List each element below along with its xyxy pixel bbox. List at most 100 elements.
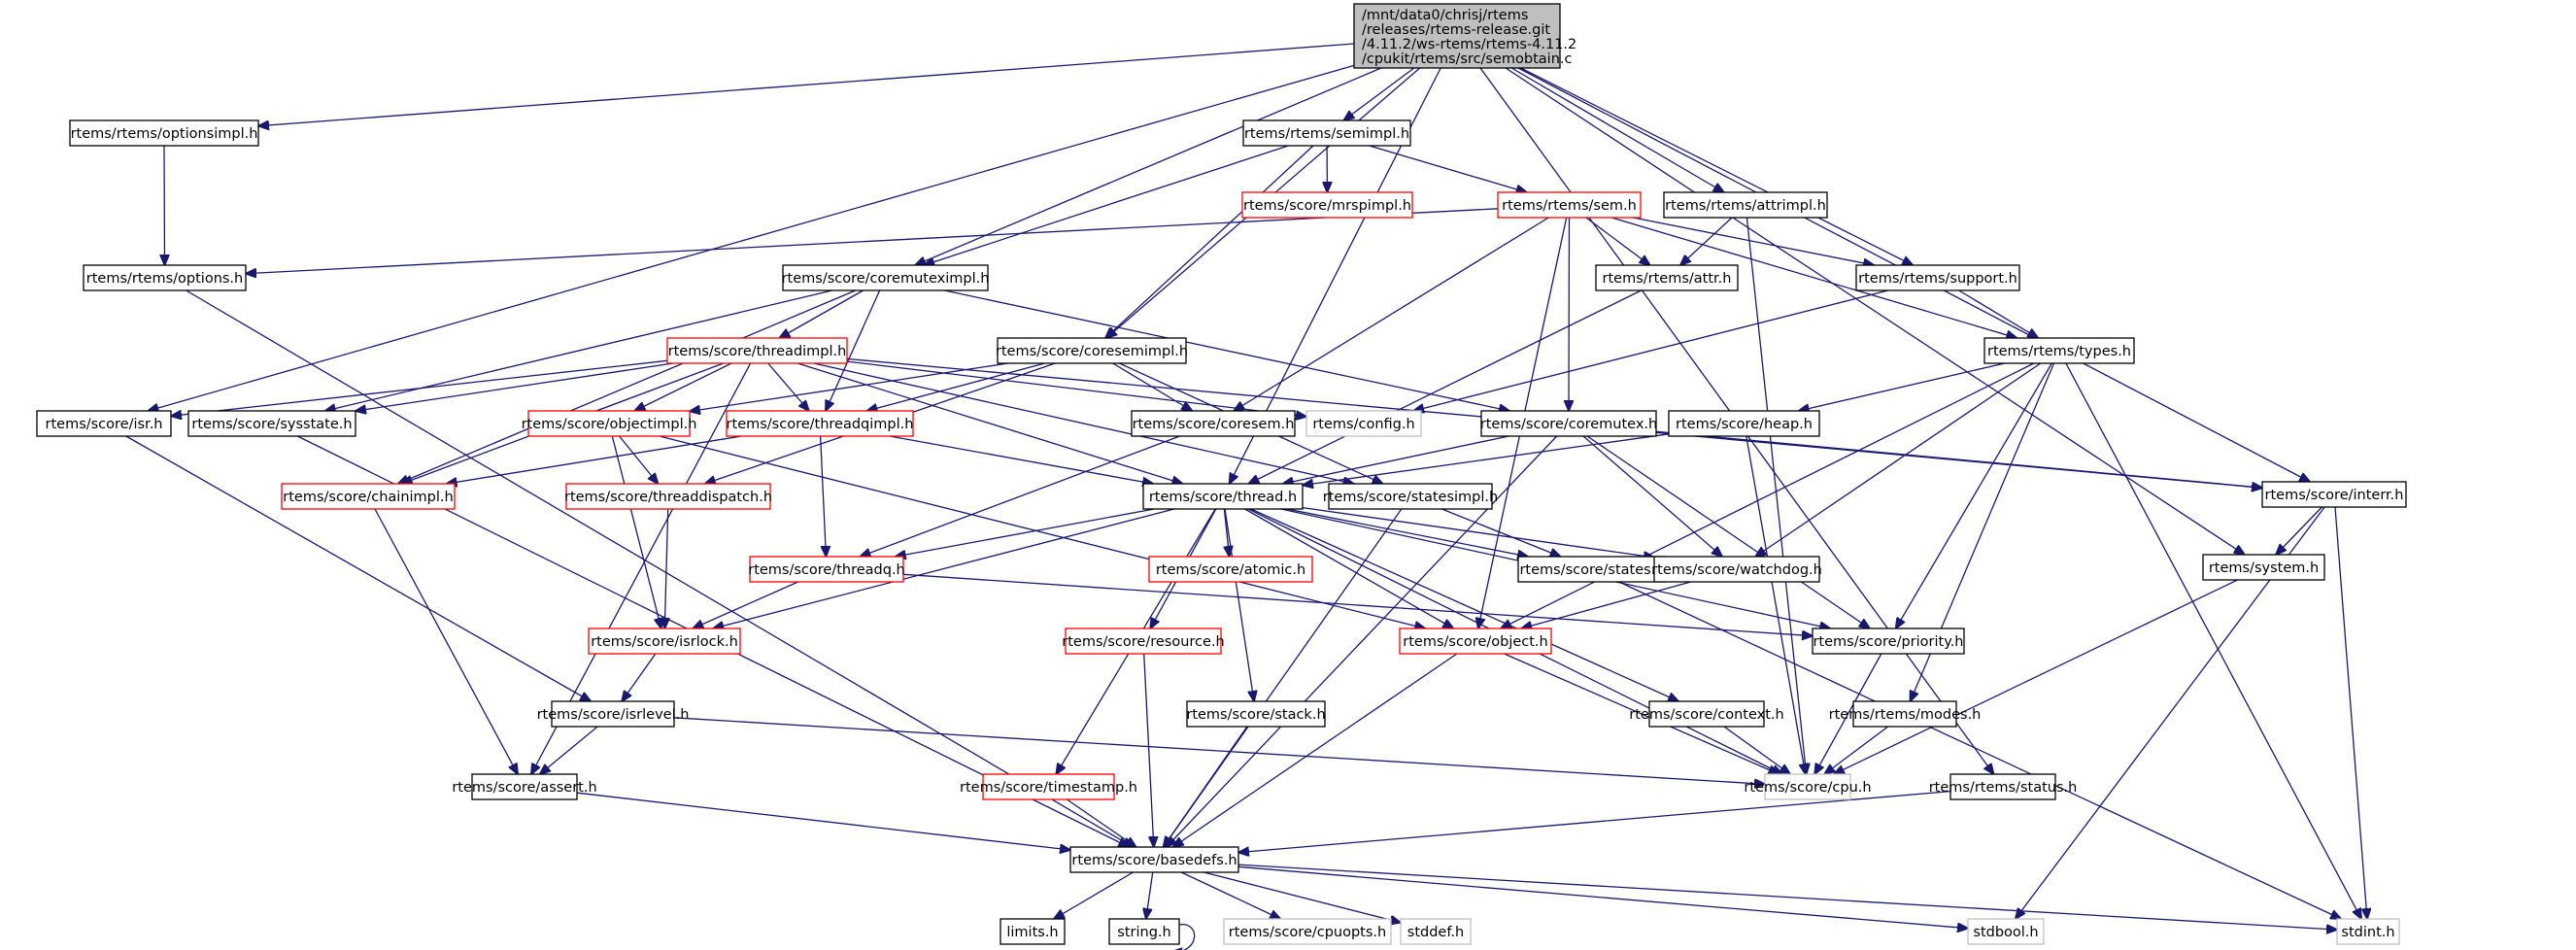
node-label: rtems/score/resource.h — [1062, 634, 1225, 650]
file-node-threadimpl[interactable]: rtems/score/threadimpl.h — [666, 337, 848, 364]
node-box — [1653, 556, 1820, 583]
file-node-coremutex[interactable]: rtems/score/coremutex.h — [1480, 410, 1657, 437]
file-node-modes[interactable]: rtems/rtems/modes.h — [1829, 700, 1982, 728]
file-node-options[interactable]: rtems/rtems/options.h — [83, 264, 247, 291]
dependency-edge-resource-to-basedefs — [1143, 653, 1154, 847]
dependency-edge-basedefs-to-cpuopts — [1180, 871, 1280, 919]
node-label: rtems/score/basedefs.h — [1071, 853, 1237, 868]
dependency-edge-root-to-support — [1520, 67, 1914, 265]
root-path-line: /mnt/data0/chrisj/rtems — [1362, 8, 1528, 23]
file-node-stdbool[interactable]: stdbool.h — [1967, 918, 2045, 945]
file-node-cpu[interactable]: rtems/score/cpu.h — [1744, 773, 1872, 800]
file-node-limits[interactable]: limits.h — [1000, 918, 1066, 945]
node-label: rtems/score/threaddispatch.h — [564, 490, 772, 505]
node-box — [1223, 918, 1392, 945]
file-node-config[interactable]: rtems/config.h — [1305, 410, 1422, 437]
file-node-chainimpl[interactable]: rtems/score/chainimpl.h — [281, 483, 456, 510]
dependency-edge-objectimpl-to-isrlock — [611, 435, 661, 628]
file-node-status[interactable]: rtems/rtems/status.h — [1929, 773, 2078, 800]
file-node-coremuteximpl[interactable]: rtems/score/coremuteximpl.h — [782, 264, 990, 291]
file-node-stdint[interactable]: stdint.h — [2336, 918, 2400, 945]
node-label: rtems/score/mrspimpl.h — [1243, 198, 1411, 214]
file-node-timestamp[interactable]: rtems/score/timestamp.h — [960, 773, 1137, 800]
file-node-threadqimpl[interactable]: rtems/score/threadqimpl.h — [726, 410, 914, 437]
node-label: rtems/score/cpuopts.h — [1229, 925, 1386, 940]
file-node-support[interactable]: rtems/rtems/support.h — [1855, 264, 2020, 291]
file-node-string[interactable]: string.h — [1108, 918, 1180, 945]
file-node-object[interactable]: rtems/score/object.h — [1399, 628, 1552, 655]
file-node-resource[interactable]: rtems/score/resource.h — [1062, 628, 1225, 655]
file-node-attrimpl[interactable]: rtems/rtems/attrimpl.h — [1663, 191, 1828, 219]
dependency-edge-attrimpl-to-cpu — [1746, 217, 1806, 774]
file-node-context[interactable]: rtems/score/context.h — [1629, 700, 1784, 728]
file-node-system[interactable]: rtems/system.h — [2202, 554, 2325, 581]
node-label: rtems/score/isr.h — [46, 417, 163, 432]
node-label: rtems/score/threadq.h — [748, 562, 905, 578]
node-box — [1069, 846, 1239, 873]
dependency-edge-root-to-attrimpl — [1510, 67, 1724, 192]
file-node-threadq[interactable]: rtems/score/threadq.h — [748, 556, 905, 583]
node-label: rtems/score/priority.h — [1813, 634, 1963, 650]
dependency-edge-support-to-types — [1958, 289, 2039, 338]
file-node-objectimpl[interactable]: rtems/score/objectimpl.h — [522, 410, 697, 437]
node-box — [1983, 337, 2135, 364]
dependency-edge-threadqimpl-to-thread — [889, 435, 1153, 484]
node-box — [997, 337, 1187, 364]
file-node-sem[interactable]: rtems/rtems/sem.h — [1497, 191, 1642, 219]
dependency-edge-system-to-cpu — [1834, 579, 2238, 774]
node-box — [1353, 3, 1561, 69]
file-node-stddef[interactable]: stddef.h — [1400, 918, 1472, 945]
file-node-priority[interactable]: rtems/score/priority.h — [1812, 628, 1965, 655]
file-node-sysstate[interactable]: rtems/score/sysstate.h — [187, 410, 356, 437]
file-node-statesimpl[interactable]: rtems/score/statesimpl.h — [1323, 483, 1498, 510]
file-node-isrlevel[interactable]: rtems/score/isrlevel.h — [537, 700, 690, 728]
node-box — [1949, 773, 2056, 800]
file-node-basedefs[interactable]: rtems/score/basedefs.h — [1069, 846, 1239, 873]
file-node-mrspimpl[interactable]: rtems/score/mrspimpl.h — [1241, 191, 1413, 219]
node-box — [749, 556, 904, 583]
node-box — [2336, 918, 2400, 945]
node-box — [1241, 191, 1413, 219]
node-box — [1852, 700, 1957, 728]
node-label: rtems/rtems/status.h — [1929, 780, 2078, 796]
file-node-types[interactable]: rtems/rtems/types.h — [1983, 337, 2135, 364]
dependency-edge-threadqimpl-to-threadq — [819, 435, 827, 557]
file-node-threaddispatch[interactable]: rtems/score/threaddispatch.h — [564, 483, 772, 510]
file-node-assert[interactable]: rtems/score/assert.h — [452, 773, 597, 800]
dependency-edge-attr-to-thread — [1248, 289, 1642, 484]
dependency-edge-thread-to-watchdog — [1302, 506, 1654, 558]
dependency-edge-types-to-stdint — [2065, 362, 2361, 919]
dependency-edge-thread-to-isrlock — [713, 508, 1174, 628]
file-node-coresemimpl[interactable]: rtems/score/coresemimpl.h — [996, 337, 1188, 364]
dependency-edge-chainimpl-to-assert — [374, 508, 518, 774]
dependency-edge-isrlevel-to-assert — [540, 726, 598, 774]
node-label: rtems/score/threadimpl.h — [668, 344, 847, 359]
file-node-atomic[interactable]: rtems/score/atomic.h — [1148, 556, 1313, 583]
node-box — [1131, 410, 1296, 437]
dependency-edge-status-to-basedefs — [1238, 790, 1951, 853]
node-label: string.h — [1117, 925, 1170, 940]
file-node-attr[interactable]: rtems/rtems/attr.h — [1595, 264, 1739, 291]
file-node-isr[interactable]: rtems/score/isr.h — [36, 410, 172, 437]
file-node-heap[interactable]: rtems/score/heap.h — [1668, 410, 1820, 437]
file-node-cpuopts[interactable]: rtems/score/cpuopts.h — [1223, 918, 1392, 945]
dependency-edge-watchdog-to-object — [1521, 581, 1691, 628]
node-label: rtems/score/coremuteximpl.h — [782, 271, 990, 287]
file-node-isrlock[interactable]: rtems/score/isrlock.h — [588, 628, 741, 655]
file-node-coresem[interactable]: rtems/score/coresem.h — [1131, 410, 1296, 437]
file-node-thread[interactable]: rtems/score/thread.h — [1142, 483, 1304, 510]
file-node-states[interactable]: rtems/score/states.h — [1517, 556, 1667, 583]
dependency-edge-basedefs-to-stdbool — [1237, 865, 1968, 928]
dependency-edge-sem-to-support — [1633, 217, 1874, 265]
file-node-stack[interactable]: rtems/score/stack.h — [1186, 700, 1326, 728]
dependency-edge-thread-to-atomic — [1224, 508, 1229, 557]
file-node-optionsimpl[interactable]: rtems/rtems/optionsimpl.h — [69, 119, 259, 147]
dependency-edge-thread-to-threadq — [896, 508, 1155, 557]
file-node-interr[interactable]: rtems/score/interr.h — [2261, 481, 2407, 508]
file-node-watchdog[interactable]: rtems/score/watchdog.h — [1651, 556, 1822, 583]
file-node-semimpl[interactable]: rtems/rtems/semimpl.h — [1242, 119, 1411, 147]
dependency-edge-coremutex-to-priority — [1586, 435, 1870, 628]
dependency-edge-statesimpl-to-states — [1441, 508, 1560, 557]
node-box — [1480, 410, 1657, 437]
